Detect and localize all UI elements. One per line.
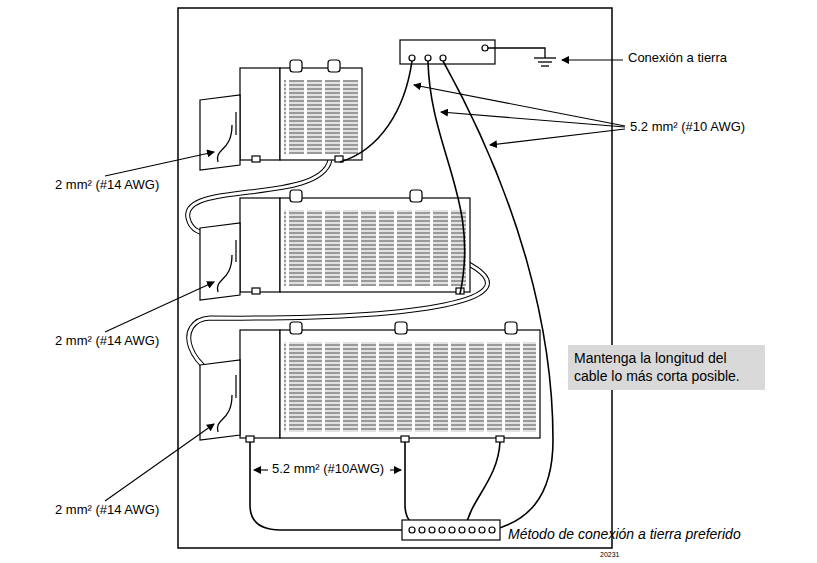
plc-chassis <box>284 80 358 154</box>
ground-bus <box>409 55 415 61</box>
ground-bus <box>489 527 495 533</box>
ground-label: Conexión a tierra <box>628 51 727 66</box>
ground-bus <box>479 527 485 533</box>
wire-size-label: 5.2 mm² (#10AWG) <box>272 462 384 477</box>
ground-wire <box>443 61 553 530</box>
plc-chassis <box>200 360 240 440</box>
plc-chassis <box>240 198 280 292</box>
ground-wire <box>250 61 553 530</box>
ground-bus <box>425 55 431 61</box>
ground-wire <box>405 442 430 530</box>
ground-bus <box>419 527 425 533</box>
leader-arrow <box>490 129 625 145</box>
ground-bus <box>402 520 500 540</box>
plc-chassis <box>200 223 240 300</box>
plc-chassis <box>505 322 517 334</box>
note-box: Mantenga la longitud del cable lo más co… <box>568 345 765 390</box>
plc-chassis <box>240 330 280 438</box>
plc-chassis <box>290 190 302 202</box>
plc-chassis <box>200 322 540 442</box>
plc-chassis <box>284 342 536 432</box>
ground-bus <box>482 45 488 51</box>
wire-size-label: 5.2 mm² (#10 AWG) <box>630 120 745 135</box>
ground-bus <box>402 520 500 540</box>
enclosure-panel <box>178 8 612 548</box>
wire-size-label: 2 mm² (#14 AWG) <box>55 334 159 349</box>
plc-chassis <box>496 436 504 442</box>
plc-chassis <box>246 436 254 442</box>
plc-chassis <box>395 322 407 334</box>
plc-chassis <box>235 112 236 135</box>
ground-jumper <box>217 395 232 432</box>
ground-bus <box>440 55 446 61</box>
ground-jumper <box>217 125 232 162</box>
plc-chassis <box>410 190 422 202</box>
ground-wire <box>340 61 412 162</box>
plc-chassis <box>280 68 362 160</box>
ground-bus <box>459 527 465 533</box>
leader-arrow <box>105 152 214 176</box>
plc-chassis <box>200 60 362 170</box>
plc-chassis <box>290 322 302 334</box>
earth-symbol <box>488 48 556 66</box>
plc-chassis <box>235 240 236 262</box>
ground-bus <box>439 527 445 533</box>
ground-wire <box>466 442 500 527</box>
earth-symbol <box>488 48 545 58</box>
ground-bus <box>400 40 495 64</box>
figure-number: 20231 <box>600 551 619 559</box>
leader-arrow <box>390 469 401 470</box>
ground-jumper <box>217 255 232 292</box>
leader-arrow <box>441 112 625 127</box>
plc-chassis <box>240 68 280 160</box>
plc-chassis <box>280 198 470 292</box>
ground-wire <box>428 61 465 294</box>
ground-bus <box>409 527 415 533</box>
plc-chassis <box>401 436 409 442</box>
leader-arrow <box>105 60 625 501</box>
note-text: Mantenga la longitud del cable lo más co… <box>574 350 759 385</box>
leader-arrow <box>254 469 268 470</box>
plc-chassis <box>290 60 302 72</box>
ground-bus <box>449 527 455 533</box>
plc-chassis <box>280 330 540 438</box>
plc-chassis <box>252 156 260 162</box>
earth-symbol <box>538 61 552 62</box>
earth-symbol <box>541 65 549 66</box>
leader-arrow <box>562 59 623 60</box>
note-label: Método de conexión a tierra preferido <box>508 526 741 542</box>
wire-size-label: 2 mm² (#14 AWG) <box>55 503 159 518</box>
plc-chassis <box>200 190 470 300</box>
leader-arrow <box>105 424 214 501</box>
earth-symbol <box>534 57 556 58</box>
wire-size-label: 2 mm² (#14 AWG) <box>55 178 159 193</box>
plc-chassis <box>284 210 466 286</box>
leader-arrow <box>414 85 625 126</box>
ground-bus <box>400 40 495 64</box>
ground-bus <box>429 527 435 533</box>
leader-arrow <box>105 282 214 332</box>
plc-chassis <box>252 288 260 294</box>
plc-chassis <box>200 95 240 170</box>
plc-chassis <box>235 375 236 398</box>
ground-wire <box>250 442 409 530</box>
plc-chassis <box>328 60 340 72</box>
ground-bus <box>469 527 475 533</box>
ground-jumper <box>217 125 232 432</box>
